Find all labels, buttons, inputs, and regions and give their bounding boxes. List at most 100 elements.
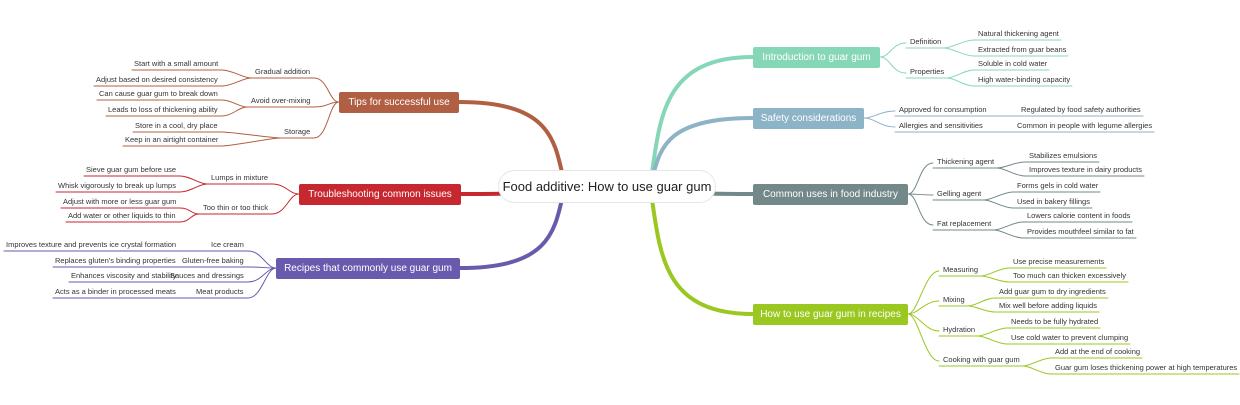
leaf-connector [996,167,1026,177]
leaf-connector [977,335,1008,345]
leaf-connector [967,305,996,313]
leaf-label[interactable]: Add water or other liquids to thin [68,211,176,220]
subtopic-label[interactable]: Definition [910,37,942,46]
subtopic-connector [907,162,934,195]
subtopic-label[interactable]: Mixing [943,295,965,304]
leaf-label[interactable]: Leads to loss of thickening ability [108,105,218,114]
subtopic-connector [907,193,934,226]
branch-connector [648,55,755,188]
leaf-connector [977,327,1008,337]
leaf-connector [179,213,200,223]
leaf-connector [946,77,975,87]
subtopic-label[interactable]: Measuring [943,265,979,274]
subtopic-label[interactable]: Thickening agent [937,157,995,166]
subtopic-label[interactable]: Fat replacement [937,219,992,228]
branch-topic[interactable]: How to use guar gum in recipes [753,303,908,325]
leaf-label[interactable]: Improves texture and prevents ice crysta… [6,240,177,249]
branch-topic[interactable]: Troubleshooting common issues [299,183,461,205]
root-topic[interactable]: Food additive: How to use guar gum [498,170,716,203]
leaf-connector [179,175,208,185]
subtopic-connector [247,267,277,299]
leaf-connector [983,199,1014,209]
subtopic-connector [907,300,940,315]
branch-topic[interactable]: Tips for successful use [339,91,459,113]
leaf-label[interactable]: Acts as a binder in processed meats [55,287,176,296]
leaf-label[interactable]: Natural thickening agent [978,29,1059,38]
leaf-label[interactable]: Whisk vigorously to break up lumps [58,181,176,190]
leaf-connector [943,39,975,49]
leaf-connector [221,99,248,108]
leaf-label[interactable]: Guar gum loses thickening power at high … [1055,363,1238,372]
leaf-label[interactable]: Mix well before adding liquids [999,301,1097,310]
leaf-connector [221,131,281,139]
subtopic-label[interactable]: Ice cream [211,240,244,249]
subtopic-label[interactable]: Cooking with guar gum [943,355,1020,364]
leaf-label[interactable]: Extracted from guar beans [978,45,1067,54]
subtopic-label[interactable]: Properties [910,67,945,76]
subtopic-label[interactable]: Approved for consumption [899,105,987,114]
leaf-label[interactable]: Regulated by food safety authorities [1021,105,1141,114]
leaf-connector [993,229,1024,239]
branch-topic[interactable]: Common uses in food industry [753,183,908,205]
leaf-label[interactable]: Needs to be fully hydrated [1011,317,1099,326]
leaf-label[interactable]: Enhances viscosity and stability [71,271,177,280]
leaf-label[interactable]: Add at the end of cooking [1055,347,1141,356]
leaf-label[interactable]: Store in a cool, dry place [135,121,218,130]
subtopic-label[interactable]: Meat products [196,287,244,296]
leaf-label[interactable]: Add guar gum to dry ingredients [999,287,1106,296]
subtopic-connector [313,101,340,139]
leaf-connector [221,137,281,147]
leaf-label[interactable]: Use cold water to prevent clumping [1011,333,1129,342]
branch-topic[interactable]: Recipes that commonly use guar gum [276,257,460,279]
leaf-label[interactable]: Lowers calorie content in foods [1027,211,1131,220]
leaf-label[interactable]: Stabilizes emulsions [1029,151,1097,160]
leaf-label[interactable]: Improves texture in dairy products [1029,165,1142,174]
branch-topic[interactable]: Introduction to guar gum [753,46,880,68]
leaf-label[interactable]: High water-binding capacity [978,75,1071,84]
subtopic-connector [247,250,277,269]
leaf-label[interactable]: Keep in an airtight container [125,135,219,144]
leaf-connector [943,47,975,57]
leaf-label[interactable]: Adjust with more or less guar gum [63,197,177,206]
subtopic-connector [907,313,940,362]
subtopic-label[interactable]: Too thin or too thick [203,203,269,212]
leaf-connector [967,297,996,307]
leaf-label[interactable]: Adjust based on desired consistency [96,75,218,84]
leaf-label[interactable]: Too much can thicken excessively [1013,271,1126,280]
subtopic-label[interactable]: Gradual addition [255,67,311,76]
subtopic-label[interactable]: Avoid over-mixing [251,96,311,105]
subtopic-label[interactable]: Gelling agent [937,189,982,198]
subtopic-label[interactable]: Hydration [943,325,976,334]
leaf-label[interactable]: Forms gels in cold water [1017,181,1099,190]
subtopic-connector [863,110,896,119]
leaf-connector [1022,365,1052,375]
leaf-label[interactable]: Can cause guar gum to break down [99,89,218,98]
branch-topic[interactable]: Safety considerations [753,107,864,129]
leaf-connector [179,183,208,193]
subtopic-connector [863,117,896,128]
leaf-label[interactable]: Soluble in cold water [978,59,1048,68]
leaf-label[interactable]: Sieve guar gum before use [86,165,177,174]
leaf-connector [993,221,1024,231]
subtopic-connector [313,77,340,103]
leaf-connector [983,191,1014,201]
leaf-label[interactable]: Use precise measurements [1013,257,1105,266]
subtopic-label[interactable]: Allergies and sensitivities [899,121,983,130]
subtopic-connector [907,193,934,196]
leaf-label[interactable]: Provides mouthfeel similar to fat [1027,227,1134,236]
subtopic-connector [271,183,300,195]
subtopic-label[interactable]: Storage [284,127,311,136]
leaf-label[interactable]: Start with a small amount [134,59,219,68]
leaf-connector [221,106,248,117]
subtopic-label[interactable]: Lumps in mixture [211,173,269,182]
leaf-label[interactable]: Used in bakery fillings [1017,197,1090,206]
subtopic-label[interactable]: Sauces and dressings [170,271,244,280]
subtopic-connector [879,42,907,58]
leaf-label[interactable]: Common in people with legume allergies [1017,121,1153,130]
leaf-label[interactable]: Replaces gluten's binding properties [55,256,176,265]
leaf-connector [996,161,1026,169]
subtopic-connector [907,270,940,315]
branch-connector [648,184,755,316]
subtopic-label[interactable]: Gluten-free baking [182,256,244,265]
